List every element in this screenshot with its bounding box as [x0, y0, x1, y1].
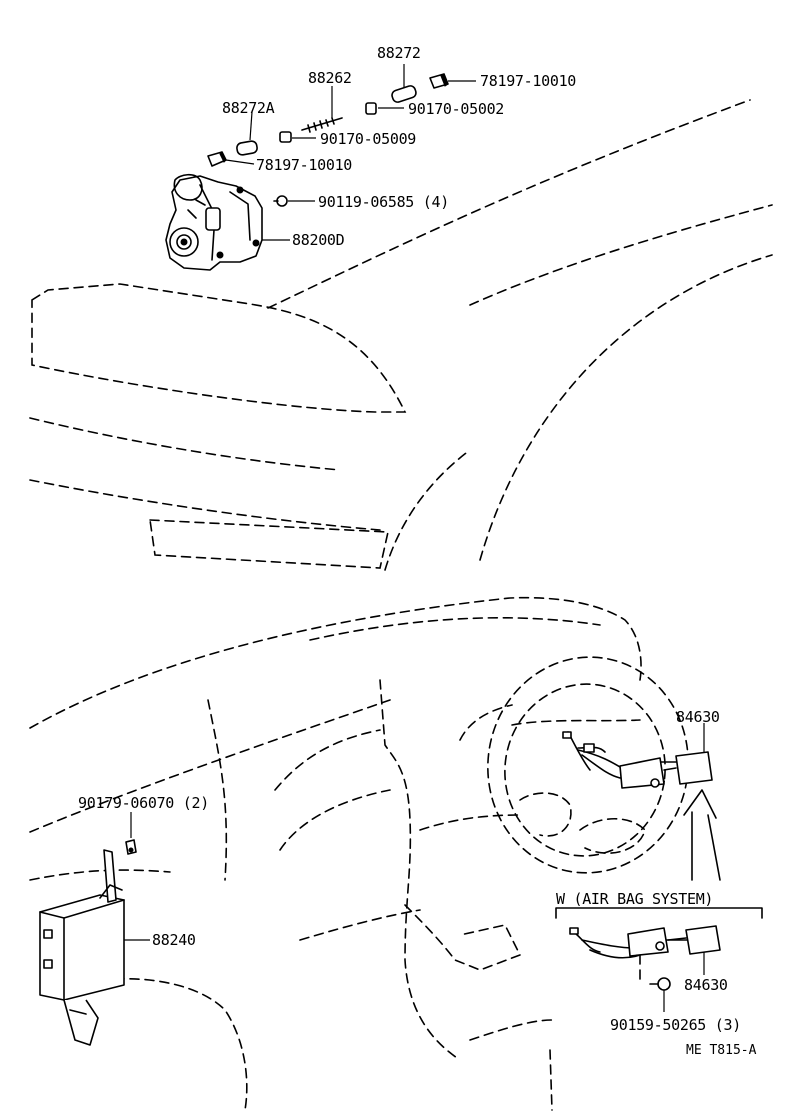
label-78197-mid: 78197-10010 [256, 156, 352, 174]
sleeve-88272a [236, 140, 258, 156]
cruise-switch-84630-airbag [569, 925, 721, 959]
leader-88272a [249, 111, 253, 141]
bolt-90179 [125, 839, 137, 855]
leader-78197-mid [225, 159, 255, 165]
cap-78197-top [429, 73, 449, 89]
label-90159: 90159-50265 (3) [610, 1016, 741, 1034]
sleeve-88272 [391, 85, 417, 103]
label-84630-bottom: 84630 [684, 976, 728, 994]
label-90179: 90179-06070 (2) [78, 794, 209, 812]
label-90170-05009: 90170-05009 [320, 130, 416, 148]
nut-90170-05002 [365, 102, 377, 115]
cruise-switch-84630-upper [562, 731, 713, 789]
label-88240: 88240 [152, 931, 196, 949]
airbag-bracket [555, 907, 763, 919]
bolt-90119 [273, 195, 288, 207]
label-78197-top: 78197-10010 [480, 72, 576, 90]
label-airbag-system: W (AIR BAG SYSTEM) [556, 890, 713, 908]
screw-90159 [649, 977, 671, 991]
vehicle-front-outline [29, 99, 773, 571]
label-88272a: 88272A [222, 99, 275, 117]
figure-id: ME T815-A [686, 1043, 757, 1058]
label-90170-05002: 90170-05002 [408, 100, 504, 118]
ecu-88240 [39, 849, 125, 1046]
label-84630-upper: 84630 [676, 708, 720, 726]
label-88200d: 88200D [292, 231, 345, 249]
label-90119: 90119-06585 (4) [318, 193, 449, 211]
cruise-actuator-88200d [165, 173, 263, 271]
label-88272: 88272 [377, 44, 421, 62]
cap-78197-mid [207, 151, 227, 167]
steering-wheel [459, 656, 689, 874]
nut-90170-05009 [279, 131, 292, 143]
arrow-up-icon [683, 789, 721, 881]
dashboard-outline [29, 596, 642, 1111]
cable-88262 [301, 117, 343, 133]
label-88262: 88262 [308, 69, 352, 87]
